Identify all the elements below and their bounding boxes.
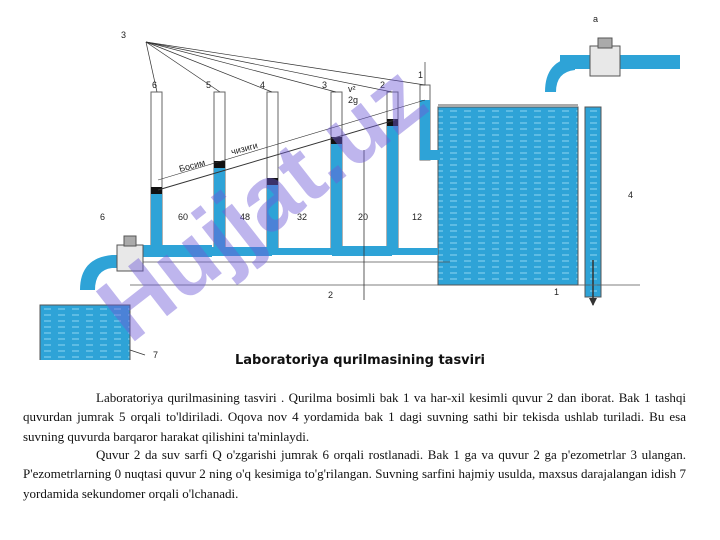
label-tap-6: 6 — [100, 212, 105, 222]
pressure-tank — [437, 104, 579, 286]
label-tube-2: 2 — [380, 80, 385, 90]
label-tube-6: 6 — [152, 80, 157, 90]
pressure-line — [145, 41, 426, 191]
label-section-12: 12 — [412, 212, 422, 222]
measuring-vessel — [39, 304, 146, 360]
label-tank-1: 1 — [554, 287, 559, 297]
label-3-top: 3 — [121, 30, 126, 40]
paragraph-2: Quvur 2 da suv sarfi Q o'zgarishi jumrak… — [23, 447, 686, 501]
label-section-48: 48 — [240, 212, 250, 222]
label-pipe-2: 2 — [328, 290, 333, 300]
label-a: a — [593, 14, 598, 24]
laboratory-setup-diagram: 3 a 6 5 4 3 2 1 v² 2g Босим чизиги 60 48… — [39, 14, 680, 360]
label-section-20: 20 — [358, 212, 368, 222]
inlet-pipe — [545, 37, 680, 92]
label-tube-3: 3 — [322, 80, 327, 90]
label-vessel-7: 7 — [153, 350, 158, 360]
label-bosim: Босим — [178, 157, 206, 174]
label-section-32: 32 — [297, 212, 307, 222]
label-2g: 2g — [348, 95, 358, 105]
label-tube-1: 1 — [418, 70, 423, 80]
label-v2: v² — [348, 84, 356, 94]
figure-caption: Laboratoriya qurilmasining tasviri — [235, 353, 485, 368]
paragraph-1: Laboratoriya qurilmasining tasviri . Qur… — [23, 390, 686, 444]
label-section-60: 60 — [178, 212, 188, 222]
label-tube-5: 5 — [206, 80, 211, 90]
label-tube-4: 4 — [260, 80, 265, 90]
label-trough-4: 4 — [628, 190, 633, 200]
overflow-trough — [584, 106, 602, 306]
varying-pipe — [80, 150, 640, 300]
